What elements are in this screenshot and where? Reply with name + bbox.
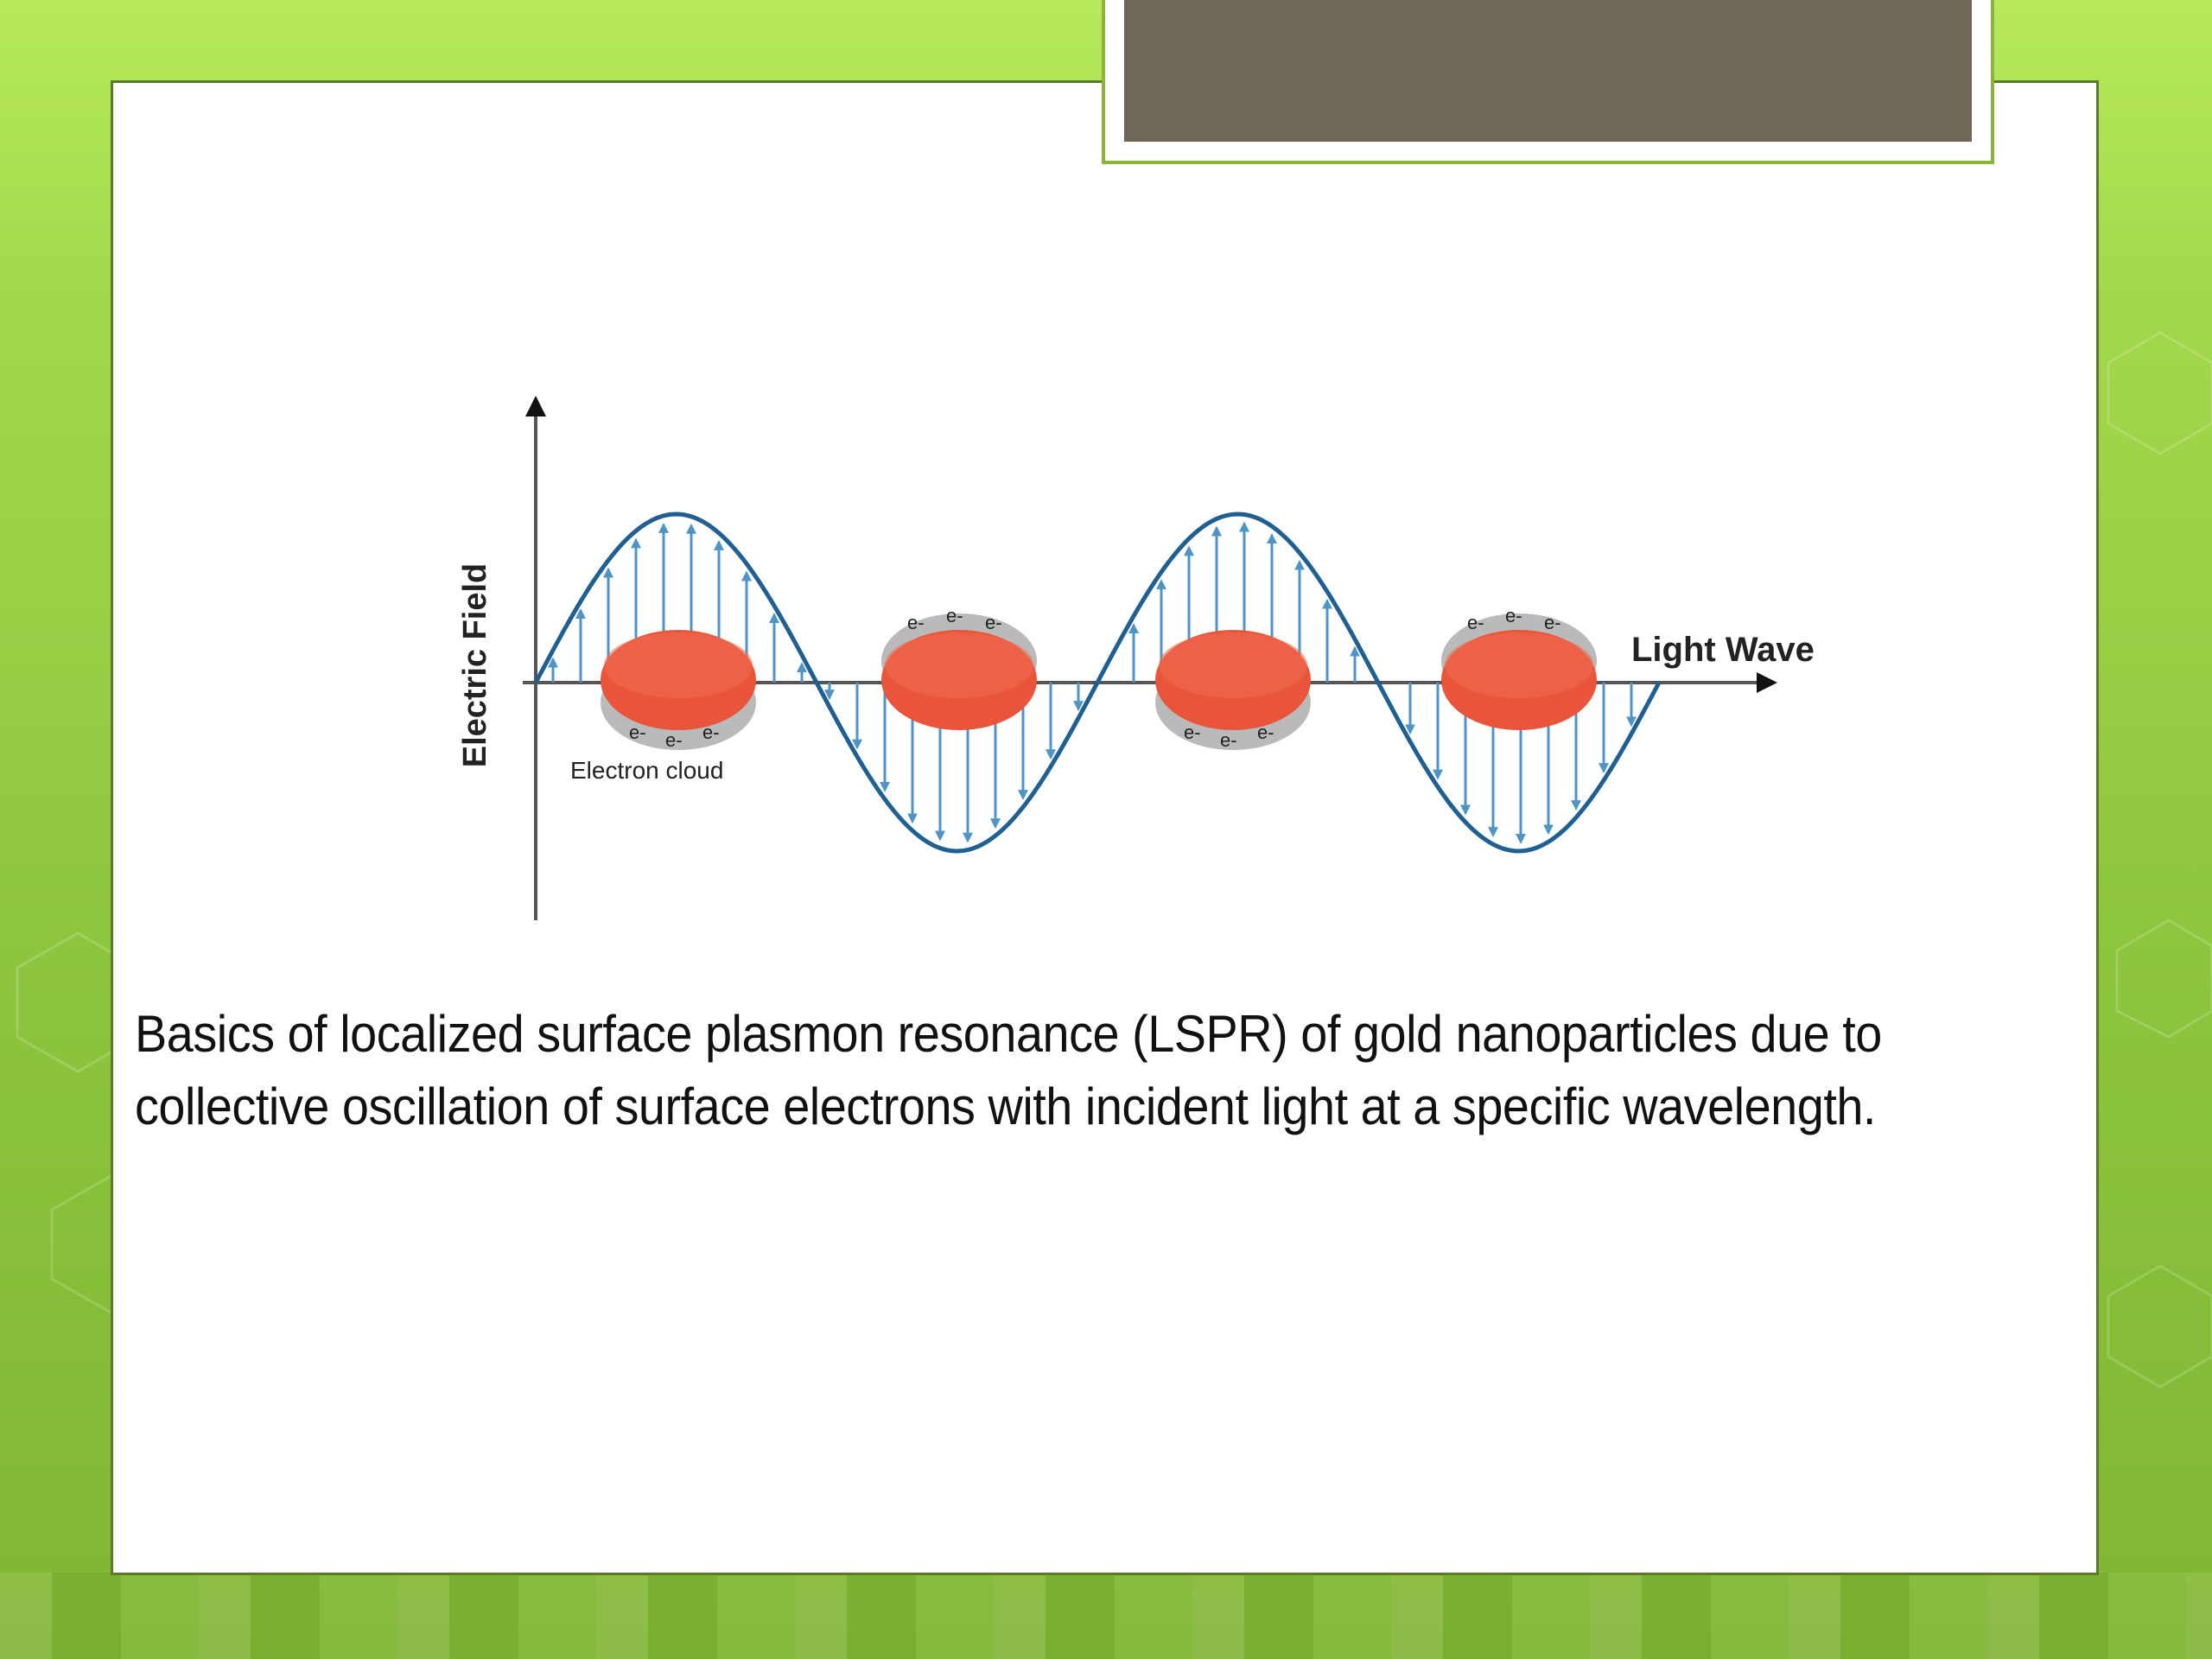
- title-placeholder: [1102, 0, 1994, 164]
- lspr-diagram: e- e- e- e- e- e- e- e- e- e- e- e- Elec…: [423, 380, 1910, 933]
- electron-label: e-: [665, 729, 683, 751]
- electron-label: e-: [702, 721, 720, 743]
- electron-label: e-: [1184, 721, 1201, 743]
- figure-caption: Basics of localized surface plasmon reso…: [135, 998, 1951, 1143]
- electron-label: e-: [1257, 721, 1274, 743]
- electron-label: e-: [946, 605, 963, 626]
- electron-labels: e- e- e- e- e- e- e- e- e- e- e- e-: [629, 605, 1561, 751]
- electron-label: e-: [1220, 729, 1237, 751]
- electron-cloud-label: Electron cloud: [570, 757, 723, 784]
- electric-field-label: Electric Field: [457, 563, 493, 768]
- nanoparticle-2: [881, 613, 1037, 730]
- caption-line-2: collective oscillation of surface electr…: [135, 1071, 1951, 1143]
- electron-label: e-: [907, 612, 925, 633]
- electron-label: e-: [985, 612, 1002, 633]
- electron-label: e-: [1467, 612, 1484, 633]
- electron-label: e-: [1505, 605, 1522, 626]
- caption-line-1: Basics of localized surface plasmon reso…: [135, 998, 1951, 1071]
- title-bar: [1124, 0, 1972, 142]
- electron-label: e-: [1544, 612, 1561, 633]
- light-wave-label: Light Wave: [1631, 631, 1815, 669]
- electron-label: e-: [629, 721, 646, 743]
- nanoparticle-4: [1441, 613, 1597, 730]
